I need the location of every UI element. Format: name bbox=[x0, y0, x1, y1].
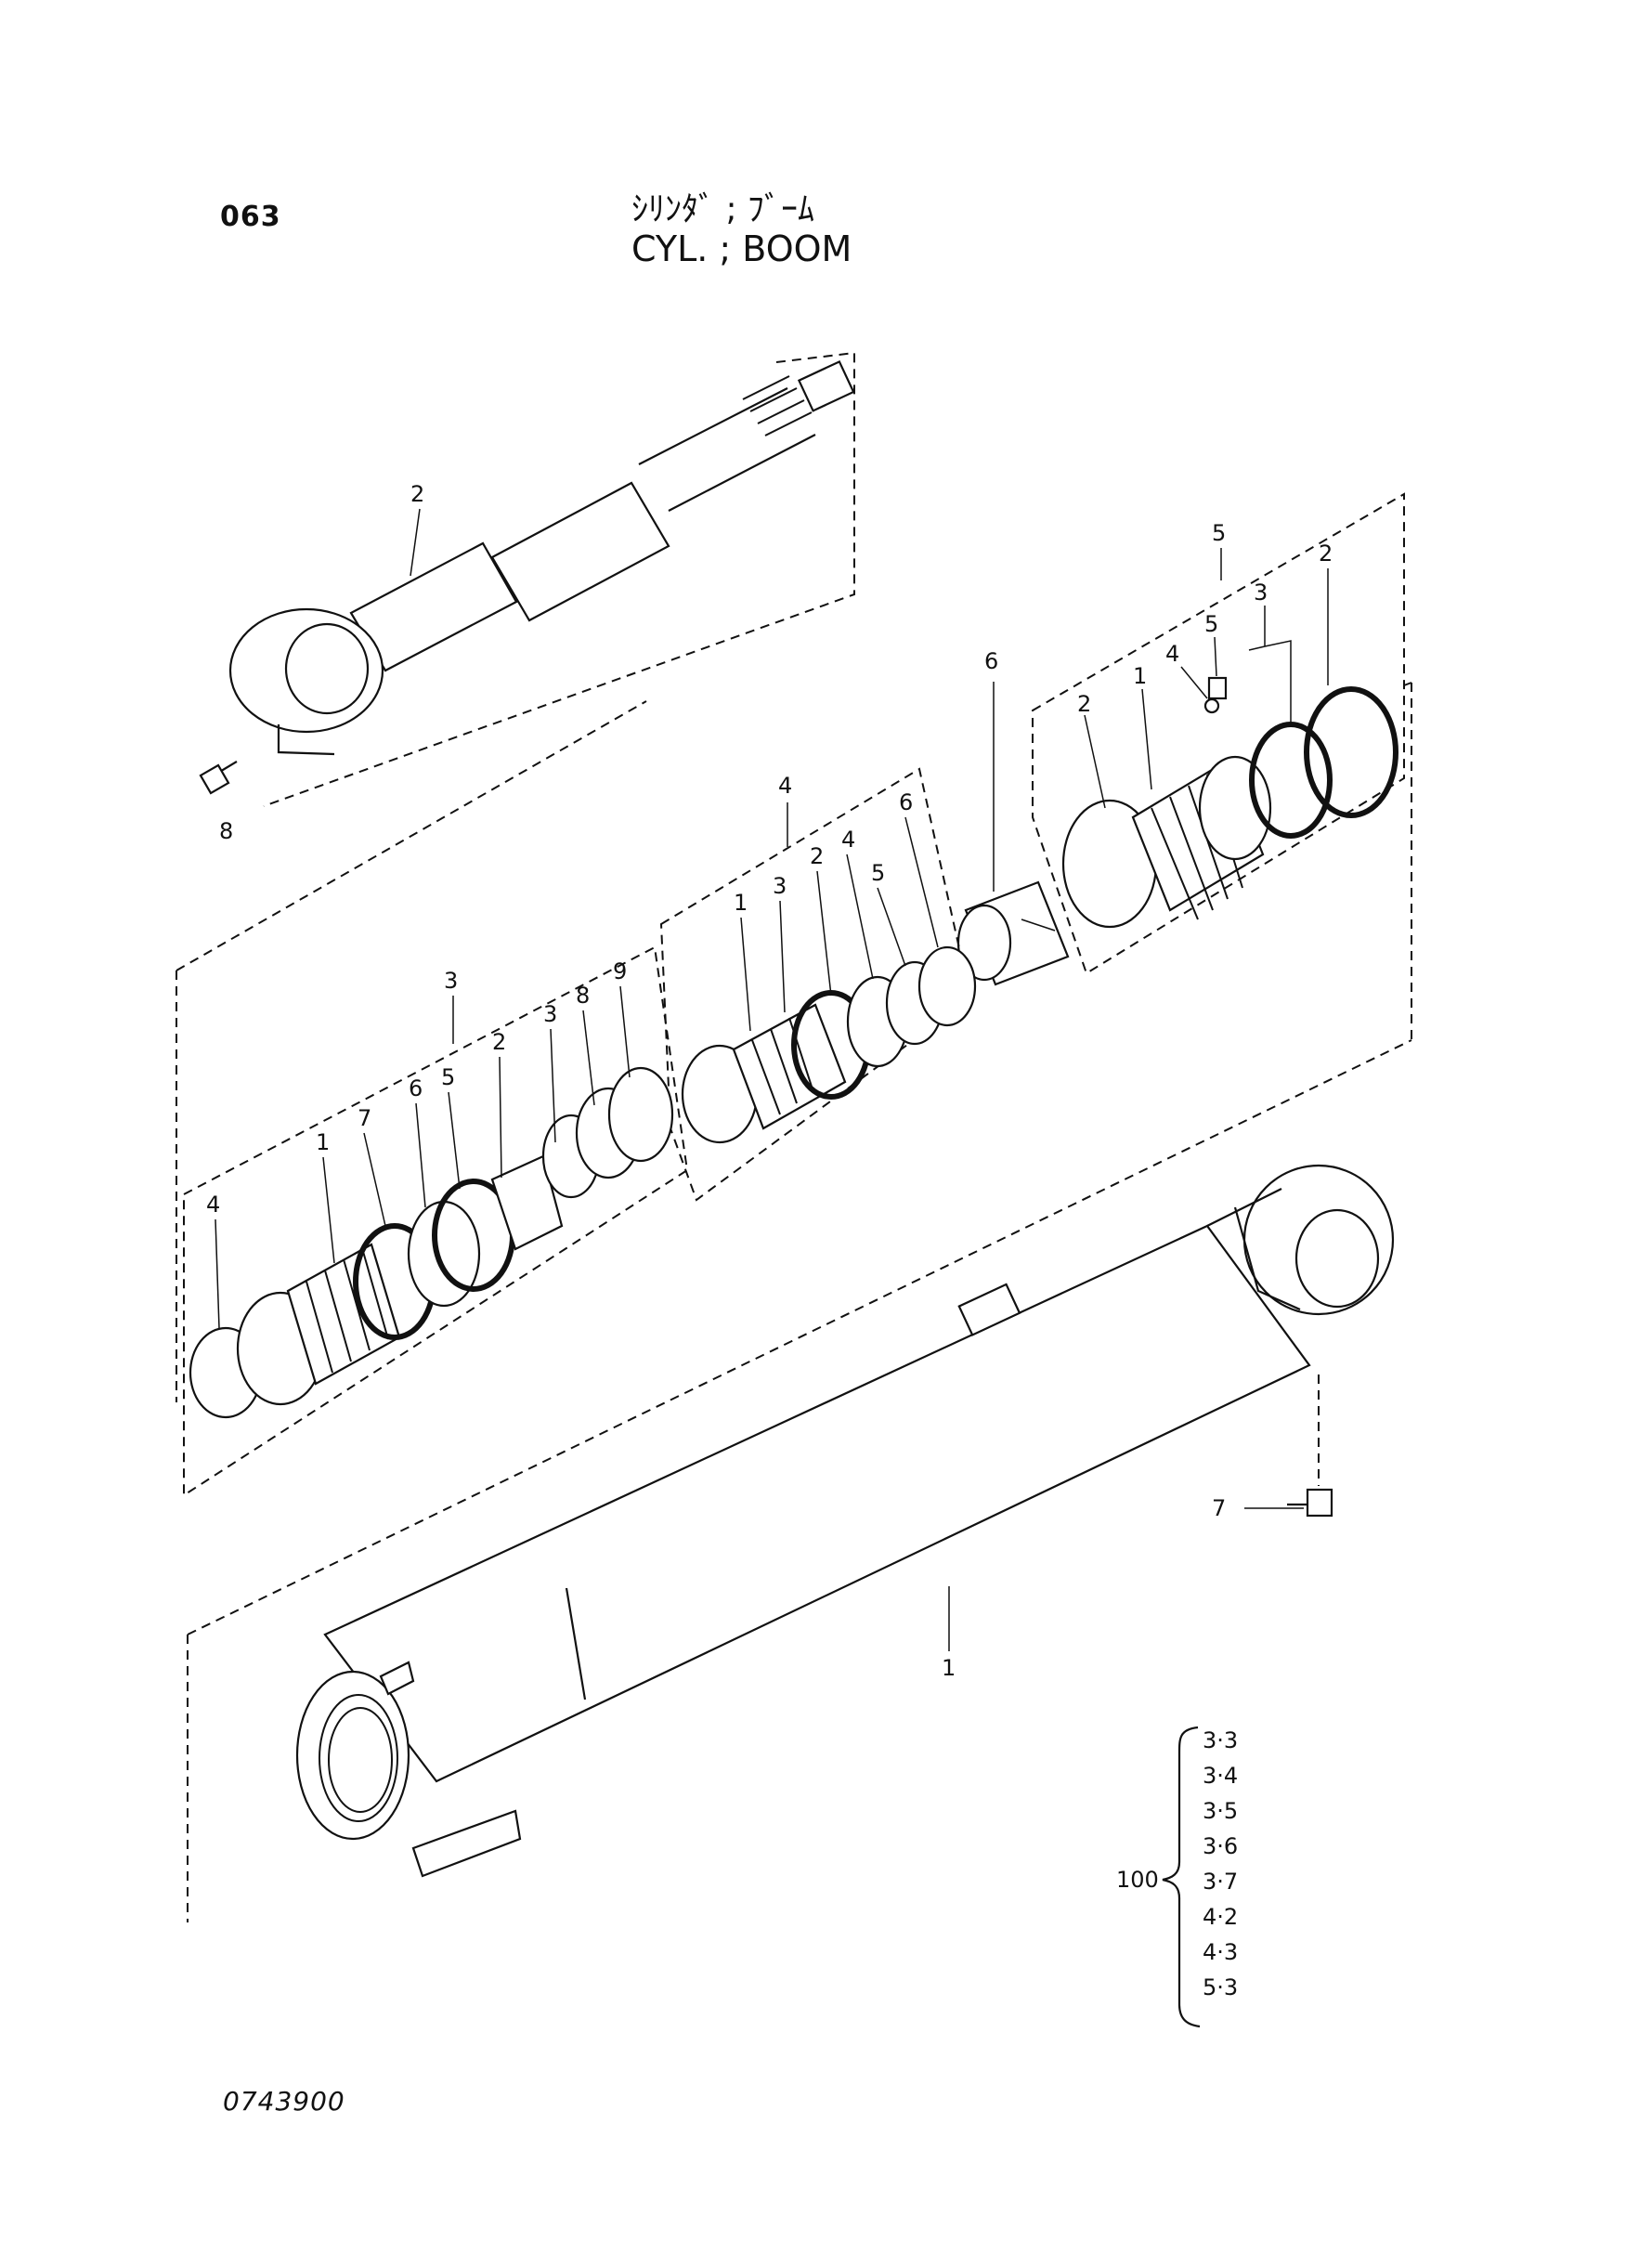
spacer-6 bbox=[956, 880, 1070, 986]
grp5-item-3: 4 bbox=[1165, 641, 1179, 667]
kit-item: 3·6 bbox=[1203, 1833, 1238, 1859]
grp5-item-2: 1 bbox=[1133, 663, 1147, 689]
callout-rod: 2 bbox=[410, 481, 424, 507]
kit-item: 3·7 bbox=[1203, 1869, 1238, 1895]
callout-tube-fitting: 7 bbox=[1212, 1495, 1226, 1521]
kit-item: 3·5 bbox=[1203, 1798, 1238, 1824]
grp4-item-5: 5 bbox=[871, 860, 885, 886]
page-number: 063 bbox=[220, 201, 281, 233]
grp3-item-8: 8 bbox=[576, 983, 590, 1009]
grease-fitting-7 bbox=[1287, 1375, 1333, 1518]
grp3-item-1: 4 bbox=[206, 1192, 220, 1218]
callout-tube: 1 bbox=[942, 1655, 956, 1681]
seal-kit-legend: 100 3·3 3·4 3·5 3·6 3·7 4·2 4·3 5·3 bbox=[1116, 1726, 1238, 2028]
kit-item: 4·2 bbox=[1203, 1904, 1238, 1930]
grease-fitting-8 bbox=[199, 761, 238, 795]
kit-item: 3·3 bbox=[1203, 1727, 1238, 1753]
title-japanese: ｼﾘﾝﾀﾞ ; ﾌﾞｰﾑ bbox=[631, 190, 815, 228]
group-3-label: 3 bbox=[444, 968, 458, 994]
grp3-item-3: 7 bbox=[358, 1105, 371, 1131]
group-3-outline bbox=[183, 945, 689, 1497]
grp4-item-6: 6 bbox=[899, 789, 913, 815]
group-3-parts bbox=[189, 1066, 674, 1419]
grp5-item-1: 2 bbox=[1077, 691, 1091, 717]
callout-spacer: 6 bbox=[984, 648, 998, 674]
tube-outline bbox=[187, 1039, 1412, 1922]
grp4-item-2: 3 bbox=[773, 873, 787, 899]
grp4-item-4: 4 bbox=[841, 827, 855, 853]
kit-item: 3·4 bbox=[1203, 1763, 1238, 1789]
group-4-label: 4 bbox=[778, 773, 792, 799]
grp4-item-3: 2 bbox=[810, 843, 824, 869]
grp4-item-1: 1 bbox=[734, 890, 748, 916]
grp3-item-5: 5 bbox=[441, 1064, 455, 1090]
grp5-item-6: 2 bbox=[1319, 541, 1333, 567]
group-5-outline bbox=[1032, 492, 1405, 975]
kit-item: 4·3 bbox=[1203, 1939, 1238, 1965]
grp5-item-5: 3 bbox=[1254, 580, 1268, 606]
grp3-item-6: 2 bbox=[492, 1029, 506, 1055]
grp3-item-9: 9 bbox=[613, 958, 627, 984]
title-english: CYL. ; BOOM bbox=[631, 228, 852, 269]
group-5-label: 5 bbox=[1212, 520, 1226, 546]
assembly-outline bbox=[176, 682, 1412, 1402]
kit-label: 100 bbox=[1116, 1867, 1159, 1893]
drawing-number: 0743900 bbox=[223, 2086, 345, 2117]
cylinder-tube bbox=[295, 1164, 1395, 1878]
grp3-item-7: 3 bbox=[543, 1001, 557, 1027]
piston-rod bbox=[228, 351, 855, 807]
grp5-item-4: 5 bbox=[1204, 611, 1218, 637]
callout-rod-fitting: 8 bbox=[219, 818, 233, 844]
kit-item: 5·3 bbox=[1203, 1974, 1238, 2000]
group-5-parts bbox=[1061, 676, 1398, 929]
grp3-item-2: 1 bbox=[316, 1129, 330, 1155]
grp3-item-4: 6 bbox=[409, 1075, 423, 1101]
